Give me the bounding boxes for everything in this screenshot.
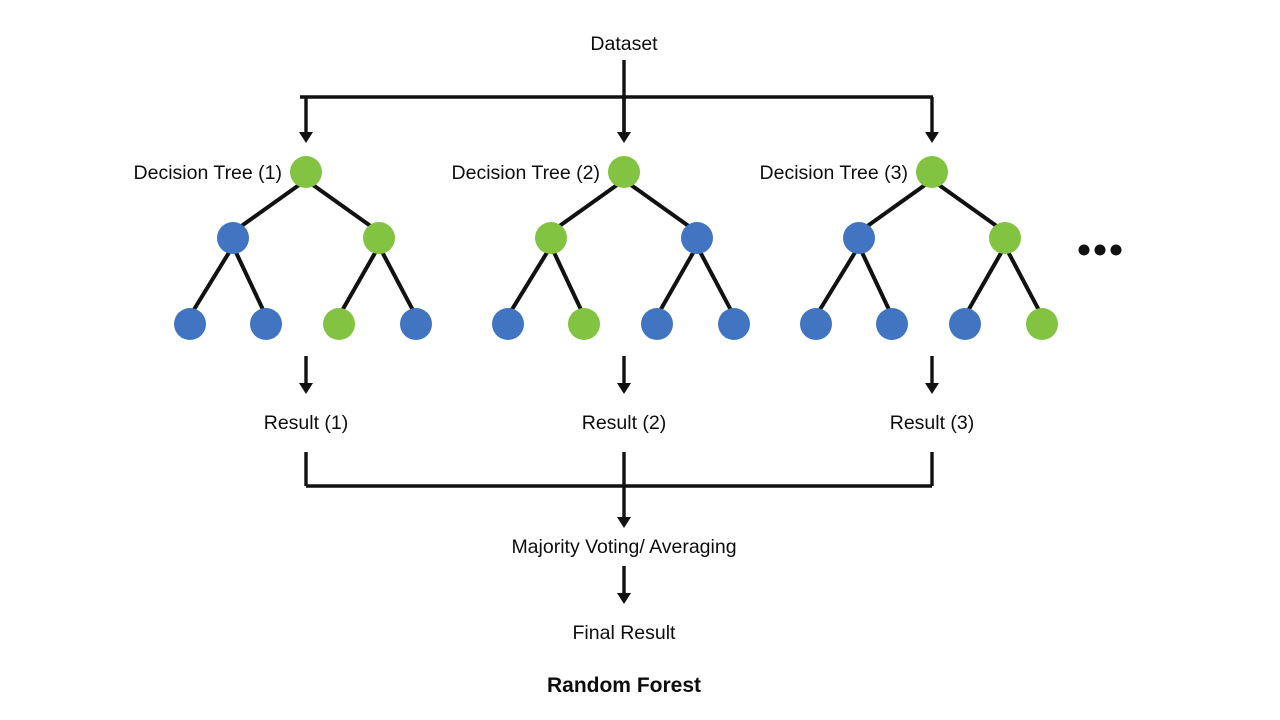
aggregation-arrow: [617, 517, 631, 528]
edge-root-to-l2-3-2: [930, 178, 1007, 234]
edge-l2-to-leaf-2-4: [695, 245, 736, 317]
tree-1-internal-node-1-blue: [217, 222, 249, 254]
edge-l2-to-leaf-3-1: [814, 244, 861, 318]
edge-root-to-l2-2-2: [622, 178, 699, 234]
edge-l2-to-leaf-3-4: [1003, 245, 1044, 317]
edge-root-to-l2-3-1: [857, 178, 934, 234]
tree-3-leaf-node-3-blue: [949, 308, 981, 340]
diagram-title: Random Forest: [547, 674, 701, 697]
edge-root-to-l2-2-1: [549, 178, 626, 234]
decision-tree-label-3: Decision Tree (3): [760, 162, 908, 184]
edge-l2-to-leaf-3-2: [857, 245, 894, 317]
result-arrow-3: [925, 383, 939, 394]
edge-root-to-l2-1-2: [304, 178, 381, 234]
result-arrow-2: [617, 383, 631, 394]
tree-2-leaf-node-4-blue: [718, 308, 750, 340]
branch-arrow-2: [617, 132, 631, 143]
edge-l2-to-leaf-1-3: [337, 245, 381, 317]
tree-edges-layer: [188, 178, 1044, 318]
result-arrow-1: [299, 383, 313, 394]
edge-root-to-l2-1-1: [231, 178, 308, 234]
tree-1-leaf-node-2-blue: [250, 308, 282, 340]
edge-l2-to-leaf-1-4: [377, 245, 418, 317]
tree-nodes-layer: [174, 156, 1058, 340]
tree-2-internal-node-2-blue: [681, 222, 713, 254]
edge-l2-to-leaf-2-1: [506, 244, 553, 318]
flow-connectors-layer: [299, 60, 939, 604]
dataset-label: Dataset: [590, 33, 658, 55]
tree-3-leaf-node-1-blue: [800, 308, 832, 340]
branch-arrow-3: [925, 132, 939, 143]
tree-3-root-node-green: [916, 156, 948, 188]
aggregation-label: Majority Voting/ Averaging: [511, 536, 736, 558]
edge-l2-to-leaf-1-2: [231, 245, 268, 317]
edge-l2-to-leaf-2-3: [655, 245, 699, 317]
tree-1-internal-node-2-green: [363, 222, 395, 254]
decision-tree-label-1: Decision Tree (1): [134, 162, 282, 184]
branch-arrow-1: [299, 132, 313, 143]
tree-2-root-node-green: [608, 156, 640, 188]
result-label-1: Result (1): [264, 412, 349, 434]
ellipsis-dot-2: [1094, 244, 1106, 256]
edge-l2-to-leaf-1-1: [188, 244, 235, 318]
tree-3-internal-node-2-green: [989, 222, 1021, 254]
tree-1-leaf-node-3-green: [323, 308, 355, 340]
tree-2-leaf-node-2-green: [568, 308, 600, 340]
final-result-label: Final Result: [573, 622, 677, 644]
tree-1-leaf-node-1-blue: [174, 308, 206, 340]
tree-2-leaf-node-1-blue: [492, 308, 524, 340]
edge-l2-to-leaf-3-3: [963, 245, 1007, 317]
ellipsis-dot-3: [1110, 244, 1122, 256]
final-arrow: [617, 593, 631, 604]
tree-3-internal-node-1-blue: [843, 222, 875, 254]
result-label-3: Result (3): [890, 412, 975, 434]
tree-1-root-node-green: [290, 156, 322, 188]
tree-2-internal-node-1-green: [535, 222, 567, 254]
tree-3-leaf-node-4-green: [1026, 308, 1058, 340]
tree-1-leaf-node-4-blue: [400, 308, 432, 340]
ellipsis-dot-1: [1078, 244, 1090, 256]
decision-tree-label-2: Decision Tree (2): [452, 162, 600, 184]
edge-l2-to-leaf-2-2: [549, 245, 586, 317]
tree-2-leaf-node-3-blue: [641, 308, 673, 340]
tree-3-leaf-node-2-blue: [876, 308, 908, 340]
result-label-2: Result (2): [582, 412, 667, 434]
